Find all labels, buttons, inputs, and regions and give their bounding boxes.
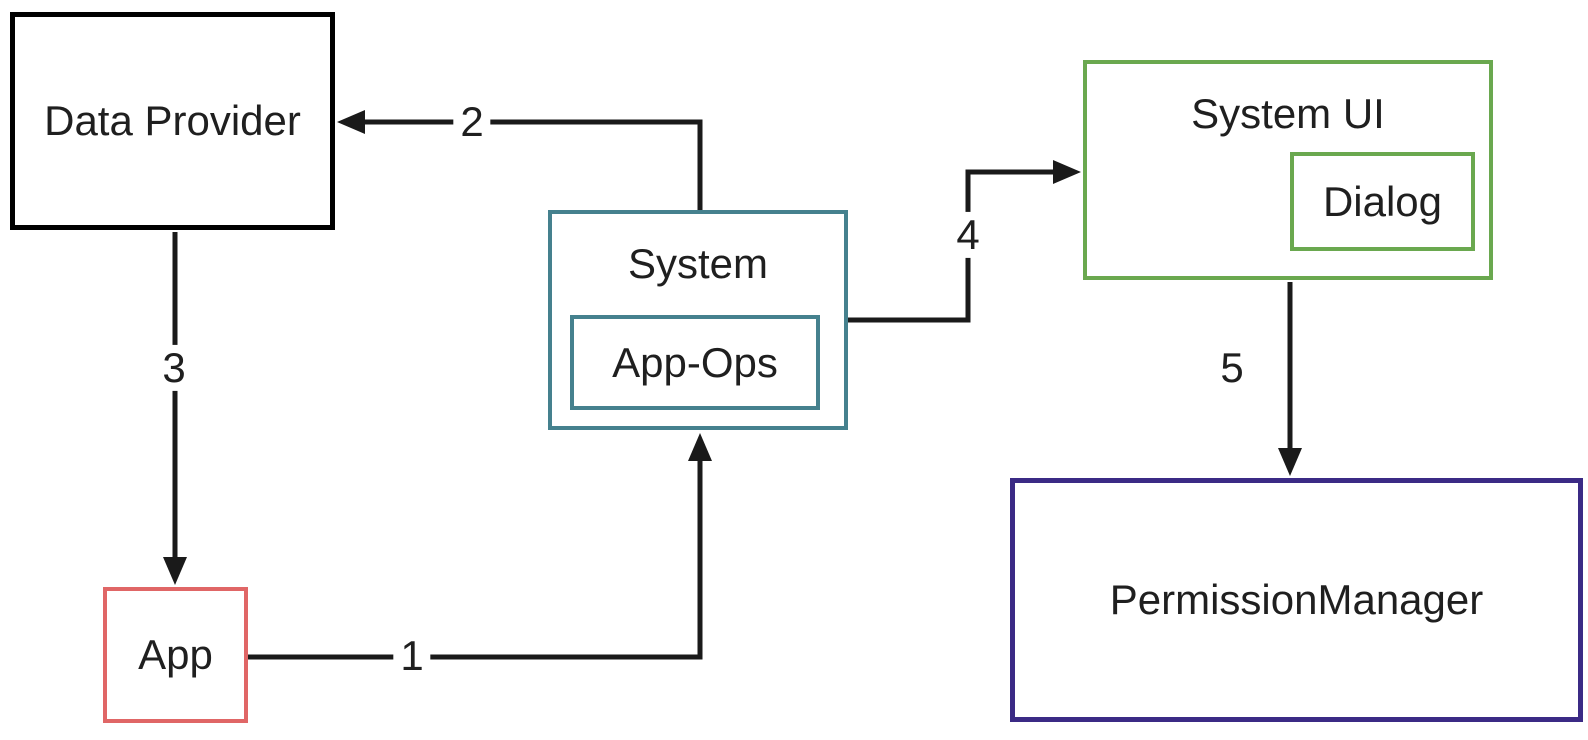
node-system-ui-label: System UI: [1191, 90, 1385, 137]
node-system-label: System: [627, 240, 769, 287]
arrowhead-down-icon: [163, 557, 187, 585]
edge-label-3: 3: [155, 344, 193, 392]
edge-label-2: 2: [453, 98, 491, 146]
node-app-ops-label: App-Ops: [612, 338, 778, 386]
edge-label-4: 4: [949, 211, 987, 259]
arrowhead-up-icon: [688, 433, 712, 461]
arrow-3: [163, 232, 187, 585]
edge-label-5: 5: [1220, 343, 1244, 391]
arrow-1: [248, 433, 712, 660]
node-dialog-label: Dialog: [1322, 177, 1443, 225]
arrowhead-left-icon: [337, 110, 365, 134]
edge-label-1: 1: [393, 632, 431, 680]
node-data-provider: Data Provider: [10, 12, 335, 230]
arrow-5: [1278, 282, 1302, 476]
node-app-ops: App-Ops: [570, 315, 820, 410]
node-dialog: Dialog: [1290, 152, 1475, 251]
arrowhead-down-icon: [1278, 448, 1302, 476]
node-permission-manager-label: PermissionManager: [1109, 575, 1484, 623]
arrow-2: [337, 110, 703, 210]
node-app-label: App: [138, 630, 213, 678]
node-data-provider-label: Data Provider: [44, 96, 301, 144]
arrowhead-right-icon: [1053, 160, 1081, 184]
node-app: App: [103, 587, 248, 723]
node-permission-manager: PermissionManager: [1010, 478, 1583, 722]
